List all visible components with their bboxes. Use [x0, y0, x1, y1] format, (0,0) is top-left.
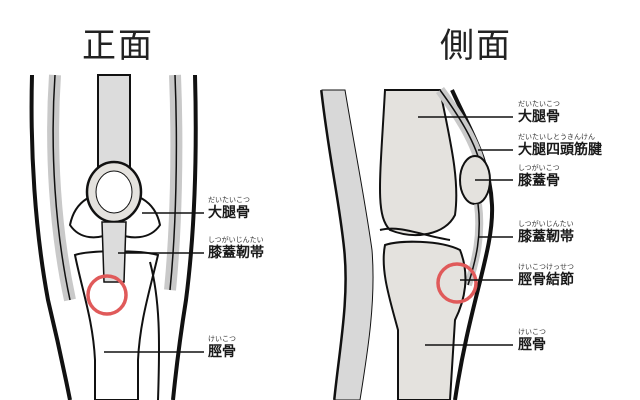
front-label-femur: 大腿骨: [208, 205, 250, 221]
side-label-femur: 大腿骨: [518, 109, 560, 125]
front-highlight-circle: [86, 274, 128, 316]
side-highlight-circle: [436, 262, 478, 304]
front-label-tibia-ruby: けいこつ: [208, 335, 236, 343]
side-label-femur-ruby: だいたいこつ: [518, 100, 560, 108]
side-femur: [379, 89, 458, 236]
front-label-patellar-ligament: 膝蓋靭帯: [208, 245, 264, 261]
side-label-tibial-tuberosity-ruby: けいこつけっせつ: [518, 263, 574, 271]
side-label-tibia: 脛骨: [518, 337, 546, 353]
side-label-patellar-ligament: 膝蓋靭帯: [518, 229, 574, 245]
side-label-quadriceps-tendon-ruby: だいたいしとうきんけん: [518, 133, 595, 141]
front-patellar-ligament: [101, 221, 127, 283]
side-view-title: 側面: [440, 26, 512, 66]
front-leg-outline-right: [171, 74, 198, 400]
side-label-patella-ruby: しつがいこつ: [518, 164, 560, 172]
side-label-tibial-tuberosity: 脛骨結節: [518, 272, 574, 288]
front-label-patellar-ligament-ruby: しつがいじんたい: [208, 236, 264, 244]
side-label-patellar-ligament-ruby: しつがいじんたい: [518, 220, 574, 228]
side-label-patella: 膝蓋骨: [518, 173, 560, 189]
front-leg-outline-left: [29, 74, 72, 400]
front-view-title: 正面: [82, 26, 154, 66]
front-label-tibia: 脛骨: [208, 344, 236, 360]
side-label-tibia-ruby: けいこつ: [518, 328, 546, 336]
front-label-femur-ruby: だいたいこつ: [208, 196, 250, 204]
side-label-quadriceps-tendon: 大腿四頭筋腱: [518, 142, 602, 158]
